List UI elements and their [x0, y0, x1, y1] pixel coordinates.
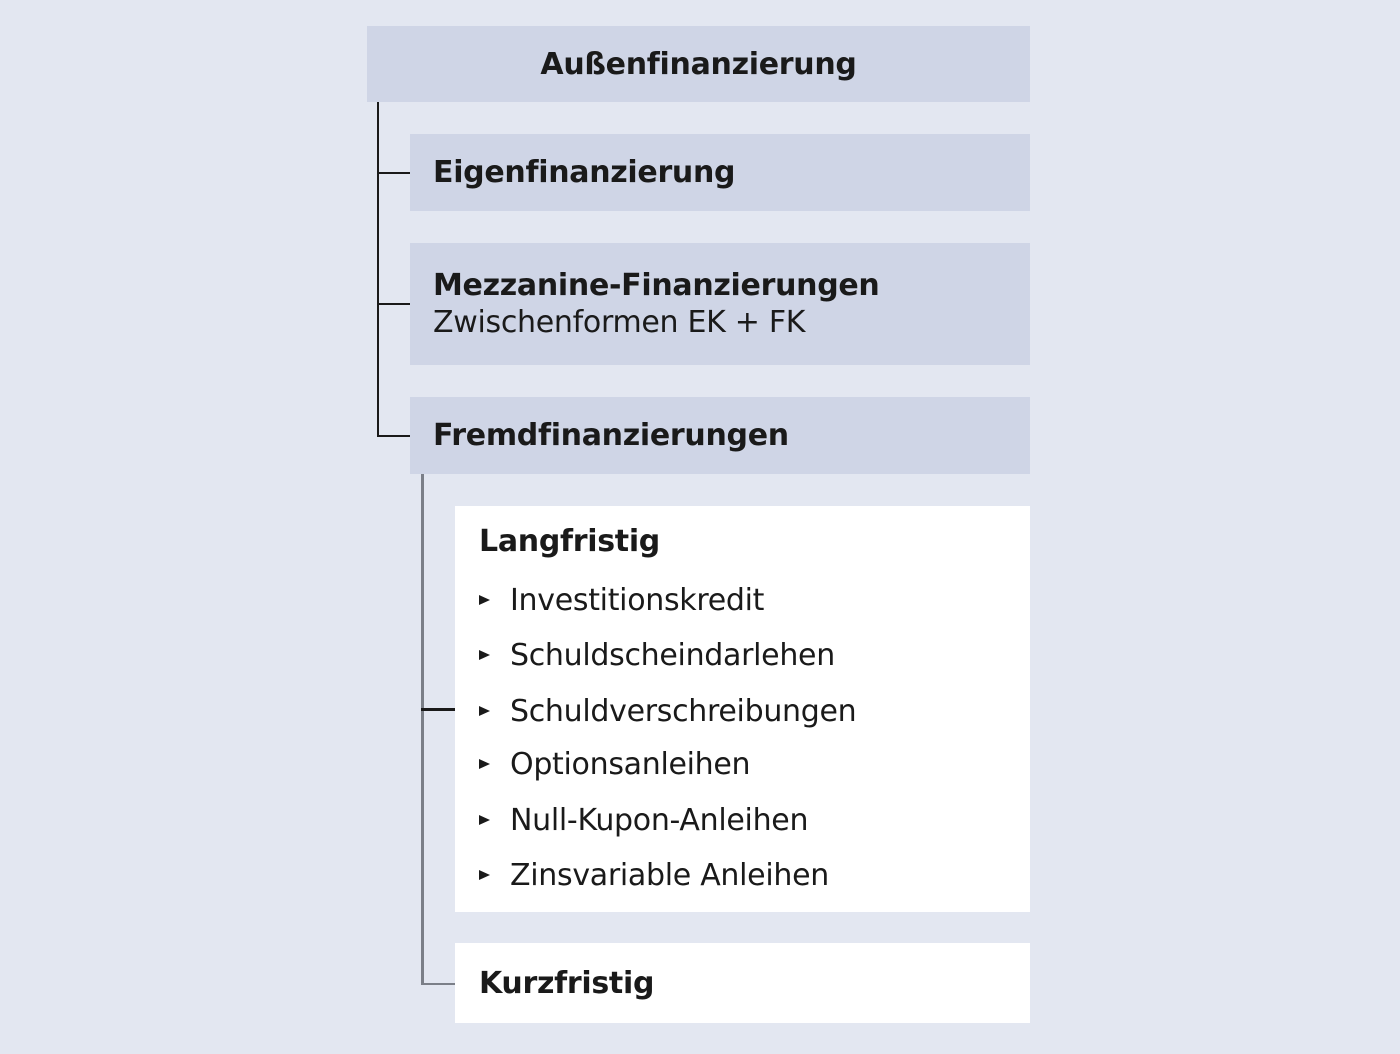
bullet-arrow-icon	[479, 650, 490, 660]
list-item: Null-Kupon-Anleihen	[479, 800, 808, 840]
bullet-arrow-icon	[479, 815, 490, 825]
list-item-label: Schuldscheindarlehen	[510, 637, 835, 673]
bullet-arrow-icon	[479, 706, 490, 716]
connector-mezzanine	[377, 303, 410, 305]
bullet-arrow-icon	[479, 595, 490, 605]
kurzfristig-title: Kurzfristig	[479, 965, 655, 1001]
list-item: Schuldverschreibungen	[479, 691, 857, 731]
bullet-arrow-icon	[479, 870, 490, 880]
connector-eigen	[377, 172, 410, 174]
list-item: Optionsanleihen	[479, 744, 751, 784]
langfristig-box: Langfristig Investitionskredit Schuldsch…	[455, 506, 1030, 912]
list-item-label: Optionsanleihen	[510, 746, 751, 782]
list-item: Investitionskredit	[479, 580, 764, 620]
bullet-arrow-icon	[479, 759, 490, 769]
connector-trunk	[377, 102, 379, 437]
connector-fremd-trunk	[421, 474, 424, 985]
kurzfristig-box: Kurzfristig	[455, 943, 1030, 1023]
mezzanine-box: Mezzanine-Finanzierungen Zwischenformen …	[410, 243, 1030, 365]
list-item-label: Zinsvariable Anleihen	[510, 857, 829, 893]
connector-langfristig	[421, 708, 457, 711]
list-item-label: Schuldverschreibungen	[510, 693, 857, 729]
langfristig-title: Langfristig	[479, 524, 660, 559]
root-box: Außenfinanzierung	[367, 26, 1030, 102]
eigenfinanzierung-box: Eigenfinanzierung	[410, 134, 1030, 211]
root-title: Außenfinanzierung	[540, 46, 857, 82]
connector-fremd	[377, 435, 410, 437]
eigenfinanzierung-title: Eigenfinanzierung	[433, 155, 736, 190]
fremdfinanzierung-title: Fremdfinanzierungen	[433, 418, 789, 453]
list-item: Schuldscheindarlehen	[479, 635, 835, 675]
fremdfinanzierung-box: Fremdfinanzierungen	[410, 397, 1030, 474]
list-item-label: Investitionskredit	[510, 582, 765, 618]
mezzanine-title: Mezzanine-Finanzierungen	[433, 268, 880, 303]
mezzanine-subtitle: Zwischenformen EK + FK	[433, 305, 806, 340]
list-item: Zinsvariable Anleihen	[479, 855, 829, 895]
list-item-label: Null-Kupon-Anleihen	[510, 802, 809, 838]
connector-kurzfristig	[421, 983, 455, 985]
